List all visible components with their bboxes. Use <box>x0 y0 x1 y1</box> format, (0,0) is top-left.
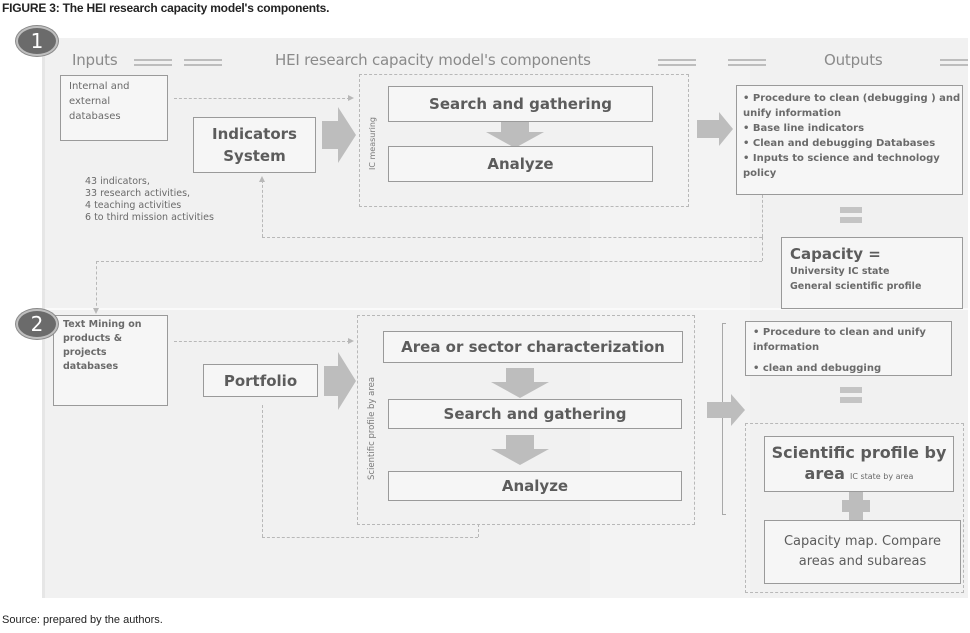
scientific-profile-box: Scientific profile by area IC state by a… <box>764 436 954 492</box>
arrow-right-icon <box>324 352 356 410</box>
output-item: • Clean and debugging Databases <box>743 138 936 149</box>
step-search-gathering-2: Search and gathering <box>388 399 682 429</box>
bracket-line <box>722 323 726 515</box>
header-separator <box>940 59 968 66</box>
indicators-system-box: Indicators System <box>193 117 316 173</box>
dashed-connector <box>262 237 762 238</box>
output-item: unify information <box>743 108 842 119</box>
profile-title: area <box>804 464 845 483</box>
note-line: 33 research activities, <box>85 188 191 199</box>
arrowhead-icon <box>259 176 265 182</box>
badge-number: 2 <box>30 312 44 336</box>
ic-measuring-group <box>359 74 689 207</box>
profile-subtitle: IC state by area <box>849 472 914 481</box>
dashed-connector <box>96 261 762 262</box>
figure-source: Source: prepared by the authors. <box>2 614 163 626</box>
outputs-box-2: • Procedure to clean and unify informati… <box>745 321 952 376</box>
output-item: • Procedure to clean and unify <box>753 327 926 338</box>
arrow-down-icon <box>486 122 544 148</box>
indicator-notes: 43 indicators, 33 research activities, 4… <box>85 176 214 224</box>
dashed-connector <box>262 405 263 537</box>
header-inputs: Inputs <box>72 51 118 69</box>
header-separator <box>134 59 172 66</box>
step-label: Area or sector characterization <box>401 338 665 356</box>
header-separator <box>184 59 222 66</box>
header-outputs: Outputs <box>824 51 883 69</box>
note-line: 6 to third mission activities <box>85 212 214 223</box>
step-label: Search and gathering <box>443 405 627 423</box>
dashed-connector <box>174 98 350 99</box>
text-mining-line: projects <box>63 347 107 358</box>
header-separator <box>728 59 766 66</box>
arrow-right-icon <box>697 112 733 146</box>
input-databases-text: Internal and external databases <box>69 81 130 122</box>
step-analyze: Analyze <box>388 146 653 182</box>
output-item: policy <box>743 168 777 179</box>
step-analyze-2: Analyze <box>388 471 682 501</box>
text-mining-box: Text Mining on products & projects datab… <box>53 315 168 406</box>
text-mining-line: databases <box>63 361 119 372</box>
step-label: Analyze <box>501 477 569 495</box>
badge-number: 1 <box>30 29 44 53</box>
profile-title: Scientific profile by <box>771 443 947 462</box>
capacity-map-line: Capacity map. Compare <box>783 534 942 549</box>
output-item: information <box>753 342 820 353</box>
text-mining-line: products & <box>63 333 122 344</box>
arrow-right-icon <box>707 394 745 426</box>
arrowhead-icon <box>348 95 354 101</box>
output-item: • Procedure to clean (debugging ) and <box>743 93 961 104</box>
profile-group <box>745 423 964 593</box>
dashed-connector <box>762 195 763 237</box>
input-databases-box: Internal and external databases <box>60 75 168 141</box>
figure-title: FIGURE 3: The HEI research capacity mode… <box>2 1 330 15</box>
text-mining-line: Text Mining on <box>63 319 142 330</box>
note-line: 43 indicators, <box>85 176 150 187</box>
capacity-box: Capacity = University IC state General s… <box>781 237 963 309</box>
portfolio-box: Portfolio <box>203 364 318 397</box>
dashed-connector <box>762 237 763 261</box>
capacity-line: General scientific profile <box>790 281 922 292</box>
section-2-badge: 2 <box>16 309 58 339</box>
step-label: Search and gathering <box>429 95 612 113</box>
group-label-scientific-profile: Scientific profile by area <box>367 376 377 480</box>
scientific-profile-group <box>357 315 695 525</box>
indicators-system-line: Indicators <box>212 125 297 143</box>
capacity-map-box: Capacity map. Compare areas and subareas <box>764 520 961 584</box>
capacity-line: University IC state <box>790 266 890 277</box>
header-components: HEI research capacity model's components <box>275 51 591 69</box>
step-search-gathering: Search and gathering <box>388 86 653 122</box>
output-item: • Inputs to science and technology <box>743 153 940 164</box>
arrow-right-icon <box>322 107 356 163</box>
output-item: • Base line indicators <box>743 123 865 134</box>
indicators-system-line: System <box>223 147 286 165</box>
capacity-title: Capacity = <box>790 245 881 263</box>
step-label: Analyze <box>487 155 554 173</box>
arrowhead-icon <box>348 338 354 344</box>
arrow-down-icon <box>491 368 549 398</box>
portfolio-label: Portfolio <box>223 371 298 390</box>
equals-icon <box>840 207 862 224</box>
dashed-connector <box>96 261 97 311</box>
output-item: • clean and debugging <box>753 363 882 374</box>
section-1-badge: 1 <box>16 26 58 56</box>
outputs-box-1: • Procedure to clean (debugging ) and un… <box>736 85 963 195</box>
section-divider <box>45 308 968 310</box>
arrowhead-icon <box>93 308 99 314</box>
note-line: 4 teaching activities <box>85 200 182 211</box>
step-area-characterization: Area or sector characterization <box>383 331 683 363</box>
dashed-connector <box>478 524 479 537</box>
dashed-connector <box>262 537 478 538</box>
dashed-connector <box>262 180 263 237</box>
arrow-down-icon <box>491 435 549 465</box>
dashed-connector <box>174 341 350 342</box>
plus-icon <box>842 492 870 520</box>
equals-icon <box>840 387 862 404</box>
group-label-ic-measuring: IC measuring <box>368 116 377 170</box>
capacity-map-line: areas and subareas <box>798 554 927 569</box>
header-separator <box>658 59 696 66</box>
